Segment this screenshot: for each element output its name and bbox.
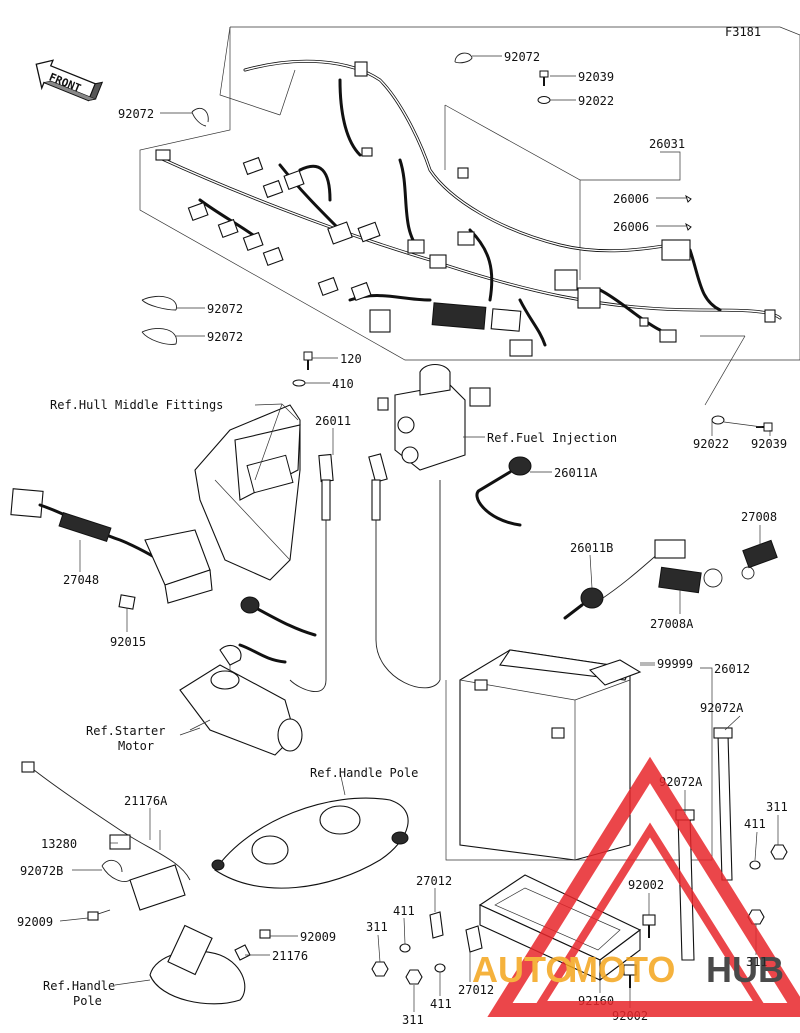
- label-92002-a: 92002: [628, 878, 664, 892]
- washer-411-b: [399, 943, 411, 953]
- starter-motor: [179, 596, 317, 756]
- wire-harness: [158, 59, 782, 347]
- watermark-hub: HUB: [706, 949, 784, 990]
- label-92072a-b: 92072A: [659, 775, 703, 789]
- clip-27012-a: [429, 911, 444, 939]
- label-26031: 26031: [649, 137, 685, 151]
- bolt-92002-a: [642, 914, 656, 938]
- bolt-92002-b: [623, 964, 637, 988]
- part-26006-a: [685, 194, 692, 203]
- nut-311-a: [770, 844, 788, 860]
- label-92072-b: 92072: [118, 107, 154, 121]
- washer-410: [292, 379, 306, 387]
- part-labels: 92072 92039 92022 92072 26031 26006 2600…: [17, 50, 788, 1027]
- label-411-b: 411: [393, 904, 415, 918]
- label-92009-b: 92009: [300, 930, 336, 944]
- harness-connectors: [155, 61, 776, 357]
- part-27008a: [658, 566, 723, 594]
- clip-27012-b: [465, 925, 483, 953]
- handle-pole-lower: [149, 924, 251, 1005]
- label-26006-a: 26006: [613, 192, 649, 206]
- part-92015: [118, 594, 136, 610]
- part-27048: [10, 488, 213, 604]
- ref-handle-pole-top: Ref.Handle Pole: [310, 766, 418, 780]
- ref-starter-motor-line1: Ref.Starter: [86, 724, 165, 738]
- reference-labels: Ref.Hull Middle Fittings Ref.Fuel Inject…: [43, 398, 617, 1008]
- label-26011b: 26011B: [570, 541, 613, 555]
- label-120: 120: [340, 352, 362, 366]
- nut-311-b: [371, 961, 389, 977]
- label-92022-b: 92022: [693, 437, 729, 451]
- label-92039-b: 92039: [751, 437, 787, 451]
- ref-starter-motor-line2: Motor: [118, 739, 154, 753]
- clip-92072-left: [191, 108, 209, 127]
- clip-92072-c: [141, 296, 177, 311]
- leader-lines: [59, 55, 779, 1012]
- part-27008: [741, 539, 778, 580]
- label-92072-d: 92072: [207, 330, 243, 344]
- watermark-logo: AUTO MOTO HUB: [472, 756, 800, 1017]
- label-26006-b: 26006: [613, 220, 649, 234]
- label-311-b: 311: [366, 920, 388, 934]
- part-92009-right: [259, 929, 271, 939]
- sticker-99999: [588, 659, 642, 686]
- label-410: 410: [332, 377, 354, 391]
- watermark-auto: AUTO: [472, 949, 573, 990]
- clip-92072b: [101, 859, 131, 882]
- label-311-c: 311: [402, 1013, 424, 1027]
- washer-92022-right: [711, 415, 725, 425]
- label-92039-a: 92039: [578, 70, 614, 84]
- watermark-moto: MOTO: [568, 949, 675, 990]
- label-99999: 99999: [657, 657, 693, 671]
- label-26012: 26012: [714, 662, 750, 676]
- label-27008: 27008: [741, 510, 777, 524]
- handle-pole-assembly: [211, 797, 409, 889]
- part-21176a: [21, 761, 191, 881]
- washer-92022-top: [537, 96, 551, 104]
- bolt-120: [303, 351, 313, 370]
- label-92015: 92015: [110, 635, 146, 649]
- label-92072-c: 92072: [207, 302, 243, 316]
- part-26011: [289, 453, 441, 692]
- label-92022-a: 92022: [578, 94, 614, 108]
- label-27012-a: 27012: [416, 874, 452, 888]
- label-27012-b: 27012: [458, 983, 494, 997]
- label-92072a-a: 92072A: [700, 701, 744, 715]
- label-411-a: 411: [744, 817, 766, 831]
- ref-handle-pole-line2: Pole: [73, 994, 102, 1008]
- clip-92072-top: [454, 52, 473, 64]
- part-26011b: [563, 539, 686, 620]
- front-arrow-icon: FRONT: [35, 59, 104, 102]
- label-27048: 27048: [63, 573, 99, 587]
- part-26011a: [439, 456, 532, 680]
- label-21176: 21176: [272, 949, 308, 963]
- label-311-a: 311: [766, 800, 788, 814]
- label-92009-a: 92009: [17, 915, 53, 929]
- washer-411-c: [434, 963, 446, 973]
- ref-handle-pole-line1: Ref.Handle: [43, 979, 115, 993]
- label-26011: 26011: [315, 414, 351, 428]
- label-92072b: 92072B: [20, 864, 63, 878]
- ref-fuel-injection: Ref.Fuel Injection: [487, 431, 617, 445]
- label-411-c: 411: [430, 997, 452, 1011]
- screw-92039-right: [756, 422, 773, 432]
- label-27008a: 27008A: [650, 617, 694, 631]
- part-26006-b: [685, 222, 692, 231]
- strap-92072a-a: [713, 727, 733, 881]
- ref-hull-middle-fittings: Ref.Hull Middle Fittings: [50, 398, 223, 412]
- harness-outline: [139, 26, 800, 361]
- label-92072-a: 92072: [504, 50, 540, 64]
- washer-411-a: [749, 860, 761, 870]
- fuel-injection-unit: [377, 363, 491, 471]
- clip-92072-d: [141, 328, 177, 345]
- screw-92039-top: [539, 70, 549, 86]
- diagram-code: F3181: [725, 25, 761, 39]
- label-21176a: 21176A: [124, 794, 168, 808]
- label-26011a: 26011A: [554, 466, 598, 480]
- nut-311-c: [405, 969, 423, 985]
- label-13280: 13280: [41, 837, 77, 851]
- hull-bracket: [194, 404, 301, 581]
